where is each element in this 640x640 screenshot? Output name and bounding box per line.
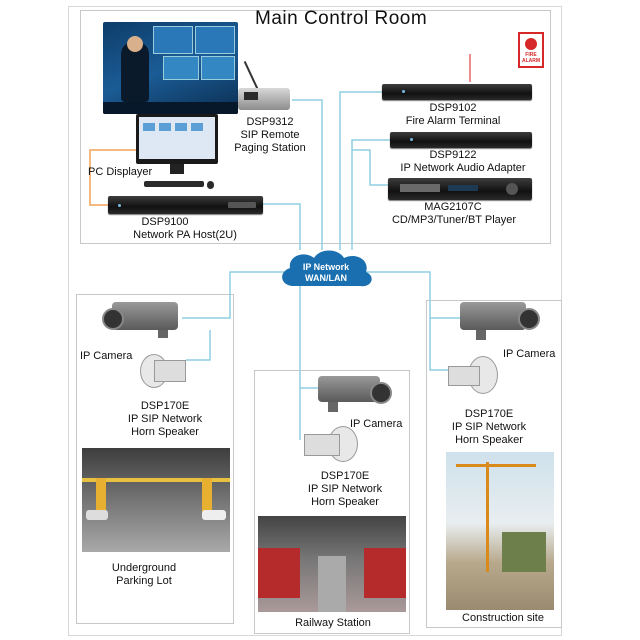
audio-adapter-model: DSP9122 (429, 149, 477, 161)
cloud-line1: IP Network (302, 262, 350, 272)
railway-station-image (258, 516, 406, 612)
fire-terminal-desc: Fire Alarm Terminal (405, 115, 501, 127)
parking-horn-speaker (140, 350, 186, 390)
railway-speaker-model: DSP170E (320, 470, 370, 482)
railway-camera (318, 374, 392, 414)
parking-speaker-desc1: IP SIP Network (127, 413, 203, 425)
wire-pc-host (89, 149, 140, 206)
wire-railway (299, 286, 320, 389)
railway-speaker-desc1: IP SIP Network (307, 483, 383, 495)
paging-station-model: DSP9312 (246, 116, 294, 128)
wire-fire-terminal (339, 91, 392, 250)
railway-horn-speaker (298, 424, 358, 464)
ip-network-cloud: IP Network WAN/LAN (276, 246, 376, 292)
wire-construction-speaker (429, 318, 448, 371)
wire-parking (182, 271, 285, 319)
wire-audio-adapter (351, 139, 392, 250)
parking-lot-image (82, 448, 230, 552)
railway-speaker-desc2: Horn Speaker (311, 496, 379, 508)
paging-station-desc2: Paging Station (234, 142, 306, 154)
wire-parking-speaker (186, 330, 211, 361)
construction-camera-label: IP Camera (503, 348, 556, 360)
parking-speaker-desc2: Horn Speaker (131, 426, 199, 438)
wire-host (262, 203, 301, 250)
parking-camera (102, 302, 182, 338)
page-title: Main Control Room (255, 8, 428, 29)
parking-place-line2: Parking Lot (116, 575, 172, 587)
pa-host-model: DSP9100 (141, 216, 189, 228)
fire-alarm-terminal-device (382, 84, 532, 100)
player-desc: CD/MP3/Tuner/BT Player (391, 214, 517, 226)
paging-station-desc1: SIP Remote (240, 129, 300, 141)
cd-player-device (388, 178, 532, 200)
construction-speaker-desc1: IP SIP Network (451, 421, 527, 433)
parking-place-line1: Underground (111, 562, 177, 574)
operator-figure (121, 42, 149, 102)
pc-stand (170, 164, 184, 174)
pa-host-device (108, 196, 263, 214)
railway-camera-label: IP Camera (350, 418, 403, 430)
cloud-shape (282, 250, 372, 287)
player-model: MAG2107C (424, 201, 482, 213)
fire-terminal-model: DSP9102 (429, 102, 477, 114)
pc-keyboard (144, 181, 204, 187)
pc-label: PC Displayer (88, 166, 153, 178)
wire-player (352, 149, 392, 186)
audio-adapter-desc: IP Network Audio Adapter (400, 162, 526, 174)
parking-speaker-model: DSP170E (140, 400, 190, 412)
wire-construction (362, 271, 462, 319)
monitoring-operator-image (103, 22, 238, 114)
construction-site-image (446, 452, 554, 610)
construction-camera (460, 300, 540, 340)
railway-place: Railway Station (295, 617, 371, 629)
construction-speaker-desc2: Horn Speaker (455, 434, 523, 446)
pc-mouse (207, 181, 214, 189)
pa-host-desc: Network PA Host(2U) (133, 229, 237, 241)
audio-adapter-device (390, 132, 532, 148)
pc-monitor (136, 114, 218, 164)
wire-paging-station (292, 99, 323, 250)
paging-station-device (238, 60, 294, 116)
parking-camera-label: IP Camera (80, 350, 133, 362)
fire-alarm-icon: FIRE ALARM (518, 32, 544, 68)
construction-horn-speaker (446, 354, 500, 396)
construction-place: Construction site (462, 612, 544, 624)
construction-speaker-model: DSP170E (464, 408, 514, 420)
cloud-line2: WAN/LAN (305, 273, 347, 283)
